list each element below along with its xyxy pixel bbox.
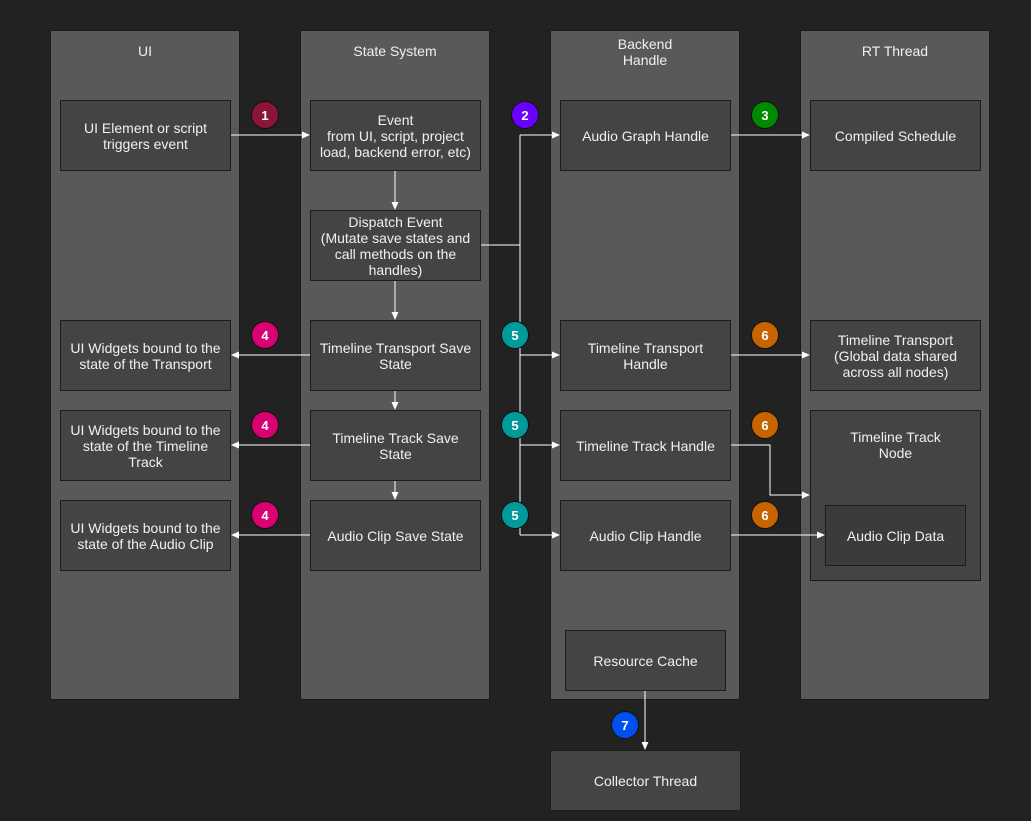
lane-rt-thread-title: RT Thread [861, 43, 929, 59]
step-badge-6-track: 6 [751, 411, 779, 439]
step-badge-7: 7 [611, 711, 639, 739]
lane-state-system-title: State System [353, 43, 437, 59]
lane-ui-title: UI [138, 43, 152, 59]
compiled-schedule-box: Compiled Schedule [810, 100, 981, 171]
step-badge-6-clip: 6 [751, 501, 779, 529]
ui-clip-widgets-box: UI Widgets bound to the state of the Aud… [60, 500, 231, 571]
transport-handle-box: Timeline Transport Handle [560, 320, 731, 391]
track-handle-box: Timeline Track Handle [560, 410, 731, 481]
step-badge-2: 2 [511, 101, 539, 129]
step-badge-4-track: 4 [251, 411, 279, 439]
step-badge-5-track: 5 [501, 411, 529, 439]
collector-thread-box: Collector Thread [550, 750, 741, 811]
ui-track-widgets-box: UI Widgets bound to the state of the Tim… [60, 410, 231, 481]
step-badge-6-transport: 6 [751, 321, 779, 349]
step-badge-5-transport: 5 [501, 321, 529, 349]
ui-transport-widgets-box: UI Widgets bound to the state of the Tra… [60, 320, 231, 391]
clip-save-state-box: Audio Clip Save State [310, 500, 481, 571]
dispatch-event-box: Dispatch Event (Mutate save states and c… [310, 210, 481, 281]
arrow-track-handle-to-node [731, 444, 810, 499]
audio-clip-data-box: Audio Clip Data [825, 505, 966, 566]
track-save-state-box: Timeline Track Save State [310, 410, 481, 481]
event-box: Event from UI, script, project load, bac… [310, 100, 481, 171]
step-badge-3: 3 [751, 101, 779, 129]
clip-handle-box: Audio Clip Handle [560, 500, 731, 571]
lane-backend-handle-title: Backend Handle [617, 36, 673, 68]
audio-graph-handle-box: Audio Graph Handle [560, 100, 731, 171]
rt-transport-box: Timeline Transport (Global data shared a… [810, 320, 981, 391]
transport-save-state-box: Timeline Transport Save State [310, 320, 481, 391]
step-badge-5-clip: 5 [501, 501, 529, 529]
step-badge-4-clip: 4 [251, 501, 279, 529]
resource-cache-box: Resource Cache [565, 630, 726, 691]
ui-trigger-box: UI Element or script triggers event [60, 100, 231, 171]
step-badge-1: 1 [251, 101, 279, 129]
step-badge-4-transport: 4 [251, 321, 279, 349]
